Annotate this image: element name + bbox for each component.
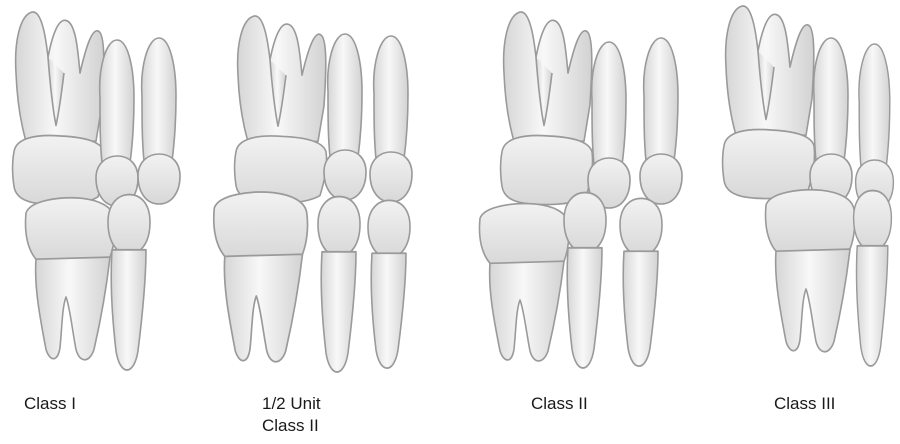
- lower-second-premolar-class-1: [108, 195, 150, 370]
- upper-first-molar-class-1: [13, 12, 105, 205]
- upper-first-premolar-class-1: [138, 38, 180, 204]
- caption-class-3: Class III: [774, 393, 835, 415]
- lower-second-premolar-half-unit: [318, 197, 360, 372]
- panel-class-3: [723, 6, 894, 366]
- lower-first-premolar-half-unit: [368, 200, 410, 368]
- caption-line: Class I: [24, 393, 76, 415]
- upper-first-premolar-class-3: [856, 44, 894, 210]
- caption-half-unit-class-2: 1/2 Unit Class II: [262, 393, 321, 437]
- caption-class-1: Class I: [24, 393, 76, 415]
- panel-class-1: [13, 12, 181, 370]
- lower-first-molar-class-3: [765, 190, 854, 352]
- panel-class-2: [479, 12, 682, 368]
- caption-class-2: Class II: [531, 393, 588, 415]
- upper-second-premolar-class-2: [588, 42, 630, 208]
- lower-first-molar-class-2: [479, 204, 568, 361]
- upper-first-premolar-class-2: [640, 38, 682, 204]
- upper-first-premolar-half-unit: [370, 36, 412, 202]
- upper-second-premolar-class-1: [96, 40, 138, 206]
- lower-second-premolar-class-3: [854, 191, 892, 366]
- lower-first-molar-class-1: [25, 198, 114, 360]
- upper-first-molar-half-unit: [235, 16, 327, 203]
- caption-line: Class II: [531, 393, 588, 415]
- lower-second-premolar-class-2: [564, 193, 606, 368]
- upper-first-molar-class-3: [723, 6, 815, 199]
- caption-line: Class III: [774, 393, 835, 415]
- caption-line: 1/2 Unit: [262, 393, 321, 415]
- upper-second-premolar-class-3: [810, 38, 852, 204]
- caption-line: Class II: [262, 415, 321, 437]
- upper-second-premolar-half-unit: [324, 34, 366, 200]
- panel-half-unit-class-2: [214, 16, 412, 372]
- lower-first-premolar-class-2: [620, 198, 662, 366]
- lower-first-molar-half-unit: [214, 192, 308, 362]
- upper-first-molar-class-2: [501, 12, 593, 205]
